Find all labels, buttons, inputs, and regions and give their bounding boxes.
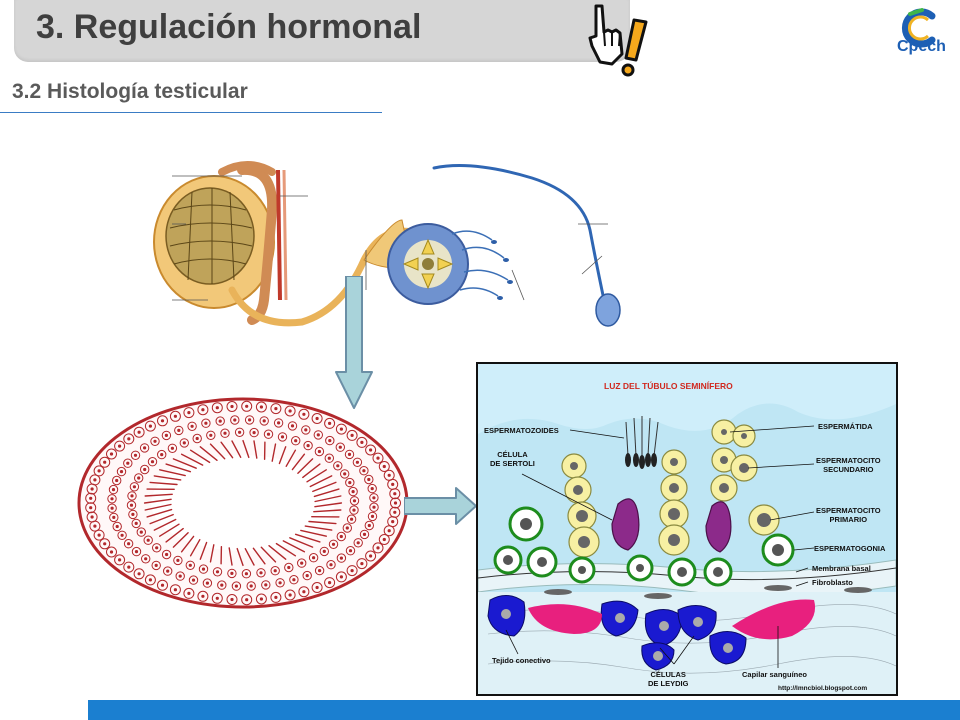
- arrow-down-icon: [335, 276, 373, 409]
- label-espermatocito-secundario: ESPERMATOCITO SECUNDARIO: [816, 456, 881, 474]
- section-subtitle: 3.2 Histología testicular: [12, 80, 248, 103]
- testis-anatomy-illustration: [112, 150, 654, 354]
- histology-artwork: [478, 364, 896, 694]
- source-url: http://lmncbiol.blogspot.com: [778, 685, 868, 692]
- logo-text: Cpech: [897, 38, 946, 55]
- title-bar: [14, 0, 630, 62]
- label-luz-tubulo: LUZ DEL TÚBULO SEMINÍFERO: [604, 381, 733, 391]
- arrow-right-icon: [404, 487, 477, 525]
- label-celulas-leydig: CÉLULAS DE LEYDIG: [648, 670, 689, 688]
- subtitle-underline: [0, 112, 382, 113]
- cpech-logo-icon: [901, 8, 936, 48]
- label-espermatozoides: ESPERMATOZOIDES: [484, 426, 559, 435]
- label-celula-sertoli: CÉLULA DE SERTOLI: [490, 450, 535, 468]
- label-tejido-conectivo: Tejido conectivo: [492, 656, 551, 665]
- footer-bar: [88, 700, 960, 720]
- label-espermatida: ESPERMÁTIDA: [818, 422, 873, 431]
- label-espermatocito-primario: ESPERMATOCITO PRIMARIO: [816, 506, 881, 524]
- label-membrana-basal: Membrana basal: [812, 564, 871, 573]
- label-capilar-sanguineo: Capilar sanguíneo: [742, 670, 808, 679]
- label-fibroblasto: Fibroblasto: [812, 578, 853, 587]
- label-espermatogonia: ESPERMATOGONIA: [814, 544, 886, 553]
- histology-diagram: LUZ DEL TÚBULO SEMINÍFERO ESPERMATOZOIDE…: [476, 362, 898, 696]
- page-title: 3. Regulación hormonal: [36, 8, 422, 46]
- seminiferous-tubule-drawing: [77, 397, 409, 609]
- pointing-hand-icon: [588, 4, 648, 77]
